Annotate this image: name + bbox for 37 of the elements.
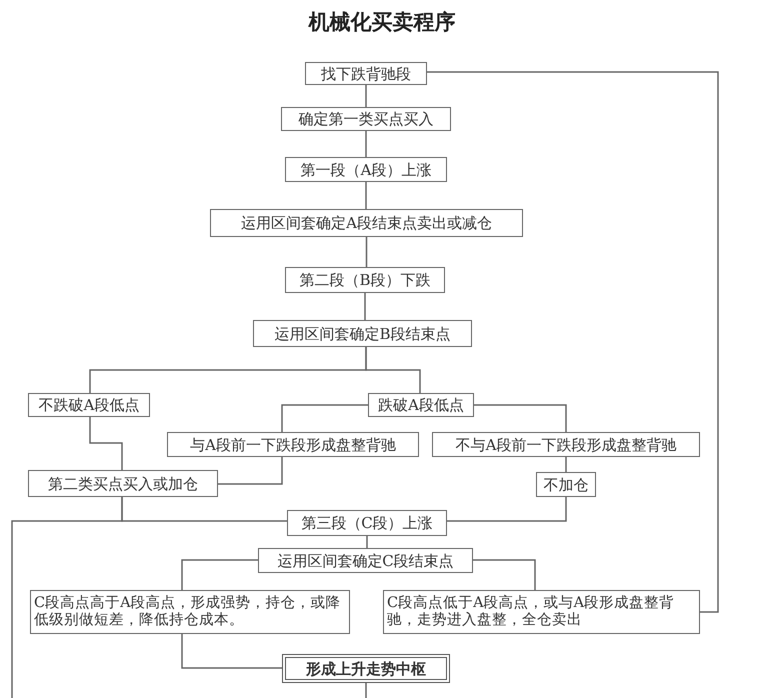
connector-line <box>218 457 283 485</box>
process-box: 第二类买点买入或加仓 <box>28 470 218 497</box>
process-box: 第一段（A段）上涨 <box>285 157 447 182</box>
connector-line <box>365 683 367 698</box>
connector-line <box>366 237 368 267</box>
process-box: 不加仓 <box>536 472 596 497</box>
process-box: 第二段（B段）下跌 <box>285 267 445 293</box>
process-box: 跌破A段低点 <box>368 393 474 417</box>
process-box: 不跌破A段低点 <box>28 393 150 417</box>
connector-line <box>565 457 567 472</box>
connector-line <box>181 559 258 590</box>
connector-line <box>11 497 123 698</box>
process-box: 找下跌背驰段 <box>305 62 427 85</box>
connector-line <box>89 417 123 470</box>
process-box: 运用区间套确定A段结束点卖出或减仓 <box>210 209 523 237</box>
connector-line <box>366 536 368 548</box>
connector-line <box>364 293 366 320</box>
connector-line <box>473 559 536 590</box>
connector-line <box>281 404 368 432</box>
process-box: 形成上升走势中枢 <box>282 654 450 683</box>
connector-line <box>181 634 282 669</box>
process-box: C段高点高于A段高点，形成强势，持仓，或降低级别做短差，降低持仓成本。 <box>30 590 350 634</box>
connector-line <box>365 347 421 393</box>
process-box: 第三段（C段）上涨 <box>287 510 447 536</box>
connector-line <box>365 182 367 209</box>
process-box: 确定第一类买点买入 <box>281 107 451 131</box>
process-box: 与A段前一下跌段形成盘整背驰 <box>167 432 419 457</box>
process-box: C段高点低于A段高点，或与A段形成盘整背驰，走势进入盘整，全仓卖出 <box>383 590 700 634</box>
title: 机械化买卖程序 <box>307 8 456 36</box>
connector-line <box>365 85 367 107</box>
process-box: 不与A段前一下跌段形成盘整背驰 <box>432 432 700 457</box>
connector-line <box>447 497 567 522</box>
process-box: 运用区间套确定C段结束点 <box>258 548 473 573</box>
process-box: 运用区间套确定B段结束点 <box>253 320 472 347</box>
connector-line <box>365 131 367 157</box>
connector-line <box>427 71 719 613</box>
connector-line <box>474 404 567 432</box>
